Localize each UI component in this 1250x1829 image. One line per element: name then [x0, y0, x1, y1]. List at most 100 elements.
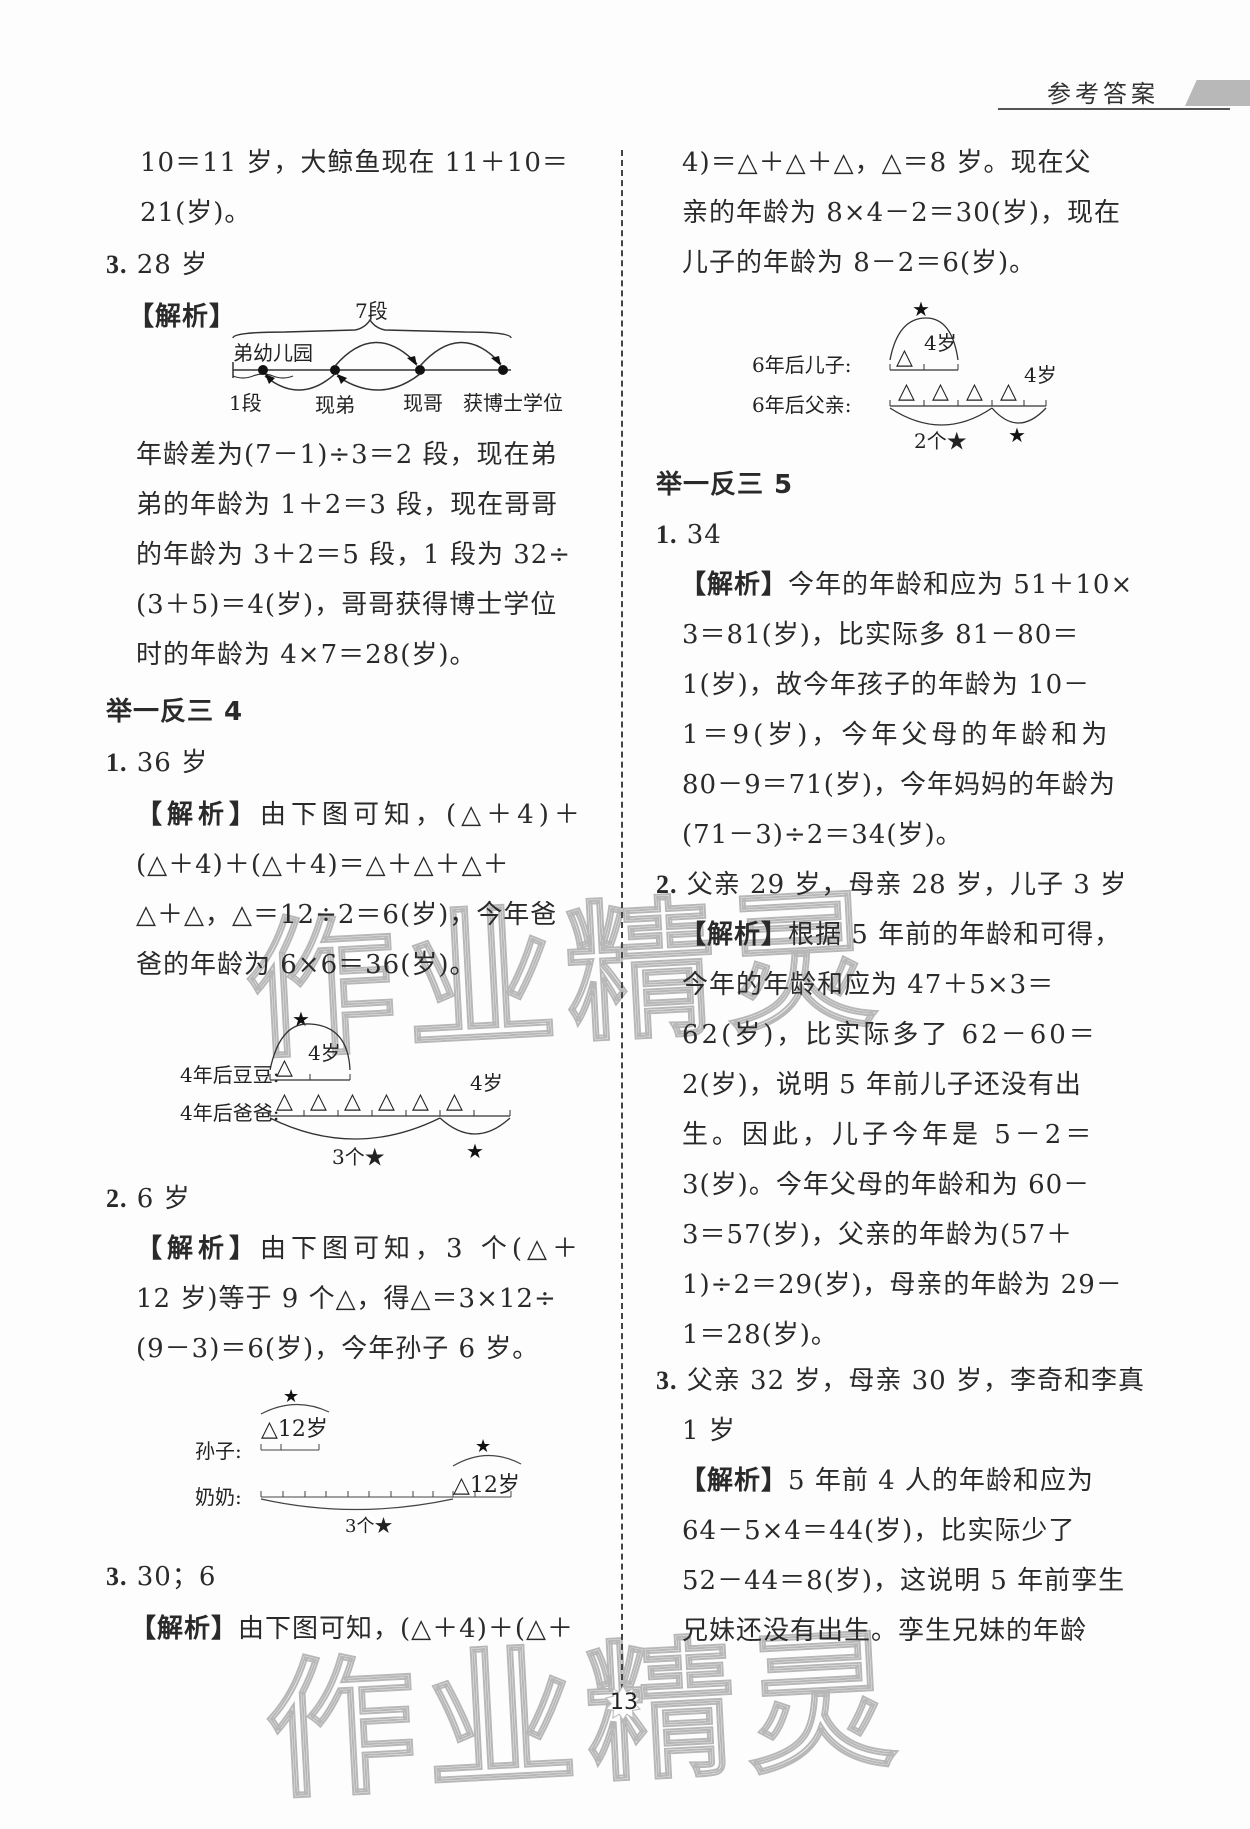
- svg-text:△: △: [276, 1089, 293, 1114]
- svg-text:★: ★: [283, 1386, 299, 1407]
- text-line: 64－5×4＝44(岁)，比实际少了: [682, 1516, 1076, 1546]
- svg-text:△: △: [898, 379, 915, 404]
- answer: 34: [686, 520, 722, 550]
- analysis-line: 【解析】今年的年龄和应为 51＋10×: [680, 570, 1134, 600]
- text-line: (71－3)÷2＝34(岁)。: [682, 820, 963, 850]
- text-line: 3＝57(岁)，父亲的年龄为(57＋: [682, 1220, 1074, 1250]
- text-line: 时的年龄为 4×7＝28(岁)。: [136, 640, 477, 670]
- analysis-line: 【解析】由下图可知，3 个(△＋: [136, 1234, 583, 1264]
- page-number: 13: [610, 1690, 638, 1715]
- analysis-label: 【解析】: [136, 1234, 261, 1264]
- page-header-title: 参考答案: [1047, 80, 1159, 108]
- svg-text:△: △: [378, 1089, 395, 1114]
- text-line: 弟的年龄为 1＋2＝3 段，现在哥哥: [136, 490, 559, 520]
- analysis-label: 【解析】: [130, 1614, 239, 1644]
- text-line: 亲的年龄为 8×4－2＝30(岁)，现在: [682, 198, 1122, 228]
- analysis-line: 【解析】由下图可知，(△＋4)＋(△＋: [130, 1614, 574, 1644]
- segment-diagram-doudou-father: ★ 4年后豆豆: △ 4岁 4年后爸爸: △△△ △△△ 4岁 3个★ ★: [180, 1007, 511, 1169]
- text-line: 2(岁)，说明 5 年前儿子还没有出: [682, 1070, 1082, 1100]
- answer: 28 岁: [136, 250, 209, 280]
- svg-text:△: △: [344, 1089, 361, 1114]
- section-heading: 举一反三 4: [106, 697, 244, 727]
- text-line: 1 岁: [682, 1416, 736, 1446]
- question-number: 2.: [106, 1184, 128, 1213]
- header-rule: [998, 108, 1230, 110]
- question-number: 3.: [106, 250, 128, 279]
- svg-text:4岁: 4岁: [924, 331, 957, 355]
- question-item: 3. 28 岁: [106, 248, 208, 282]
- question-number: 2.: [656, 870, 678, 899]
- text-line: 年龄差为(7－1)÷3＝2 段，现在弟: [136, 440, 558, 470]
- text-line: 的年龄为 3＋2＝5 段，1 段为 32÷: [136, 540, 572, 570]
- svg-text:△: △: [276, 1055, 293, 1080]
- text-line: 生。因此，儿子今年是 5－2＝: [682, 1120, 1096, 1150]
- svg-text:★: ★: [466, 1139, 484, 1163]
- text-line: 21(岁)。: [140, 198, 252, 228]
- section-heading: 举一反三 5: [656, 470, 794, 500]
- text-line: 爸的年龄为 6×6＝36(岁)。: [136, 950, 477, 980]
- svg-text:6年后父亲:: 6年后父亲:: [752, 393, 851, 417]
- text-line: (3＋5)＝4(岁)，哥哥获得博士学位: [136, 590, 558, 620]
- question-item: 3. 父亲 32 岁，母亲 30 岁，李奇和李真: [656, 1364, 1145, 1398]
- segment-diagram-grandson-grandma: ★ △12岁 孙子: 奶奶: ★ △12岁 3个★: [195, 1386, 522, 1537]
- analysis-label: 【解析】: [680, 1466, 789, 1496]
- segment-diagram-brothers: 7段 弟幼儿园 1段 现弟 现哥 获博士学位: [229, 299, 563, 417]
- svg-text:4年后爸爸:: 4年后爸爸:: [180, 1101, 279, 1125]
- svg-text:△: △: [446, 1089, 463, 1114]
- svg-text:△: △: [966, 379, 983, 404]
- svg-text:6年后儿子:: 6年后儿子:: [752, 353, 851, 377]
- svg-text:孙子:: 孙子:: [195, 1439, 242, 1463]
- svg-text:4岁: 4岁: [1024, 363, 1057, 387]
- question-number: 3.: [106, 1562, 128, 1591]
- top-label: 7段: [355, 299, 388, 323]
- question-item: 2. 父亲 29 岁，母亲 28 岁，儿子 3 岁: [656, 868, 1127, 902]
- answer: 30；6: [136, 1562, 217, 1592]
- answer: 6 岁: [136, 1184, 191, 1214]
- text-line: 今年的年龄和应为 47＋5×3＝: [682, 970, 1055, 1000]
- svg-text:3个★: 3个★: [345, 1516, 392, 1537]
- svg-text:现弟: 现弟: [315, 393, 355, 417]
- svg-text:奶奶:: 奶奶:: [195, 1485, 242, 1509]
- analysis-label: 【解析】: [680, 570, 789, 600]
- text-line: 4)＝△＋△＋△，△＝8 岁。现在父: [682, 148, 1092, 178]
- svg-text:获博士学位: 获博士学位: [463, 391, 563, 415]
- text-line: 10＝11 岁，大鲸鱼现在 11＋10＝: [140, 148, 569, 178]
- text-line: 62(岁)，比实际多了 62－60＝: [682, 1020, 1098, 1050]
- text-line: 儿子的年龄为 8－2＝6(岁)。: [682, 248, 1037, 278]
- text-line: 1＝28(岁)。: [682, 1320, 838, 1350]
- text-line: 80－9＝71(岁)，今年妈妈的年龄为: [682, 770, 1116, 800]
- question-item: 1. 34: [656, 518, 722, 552]
- analysis-label: 【解析】: [136, 800, 261, 830]
- text-line: △＋△，△＝12÷2＝6(岁)，今年爸: [136, 900, 558, 930]
- svg-text:△: △: [896, 345, 913, 370]
- svg-text:★: ★: [1008, 423, 1026, 447]
- svg-text:4年后豆豆:: 4年后豆豆:: [180, 1063, 279, 1087]
- question-item: 1. 36 岁: [106, 746, 208, 780]
- svg-text:△: △: [932, 379, 949, 404]
- svg-text:现哥: 现哥: [403, 391, 443, 415]
- svg-text:★: ★: [912, 297, 930, 321]
- text-line: 1)÷2＝29(岁)，母亲的年龄为 29－: [682, 1270, 1123, 1300]
- text-line: 1(岁)，故今年孩子的年龄为 10－: [682, 670, 1091, 700]
- svg-text:△: △: [1000, 379, 1017, 404]
- text-line: 1＝9(岁)，今年父母的年龄和为: [682, 720, 1112, 750]
- text-line: 兄妹还没有出生。孪生兄妹的年龄: [682, 1616, 1088, 1646]
- question-item: 3. 30；6: [106, 1560, 216, 1594]
- analysis-label: 【解析】: [128, 302, 237, 332]
- svg-text:△: △: [310, 1089, 327, 1114]
- analysis-label: 【解析】: [680, 920, 789, 950]
- header-tab-decoration: [1185, 80, 1250, 106]
- svg-text:4岁: 4岁: [308, 1041, 341, 1065]
- svg-text:★: ★: [475, 1436, 491, 1457]
- text-line: 3＝81(岁)，比实际多 81－80＝: [682, 620, 1080, 650]
- text-line: 3(岁)。今年父母的年龄和为 60－: [682, 1170, 1091, 1200]
- kindergarten-label: 弟幼儿园: [233, 341, 313, 365]
- svg-text:3个★: 3个★: [332, 1145, 385, 1169]
- svg-text:1段: 1段: [229, 391, 262, 415]
- analysis-line: 【解析】由下图可知，(△＋4)＋: [136, 800, 585, 830]
- analysis-line: 【解析】根据 5 年前的年龄和可得，: [680, 920, 1122, 950]
- text-line: (△＋4)＋(△＋4)＝△＋△＋△＋: [136, 850, 510, 880]
- text-line: (9－3)＝6(岁)，今年孙子 6 岁。: [136, 1334, 540, 1364]
- analysis-line: 【解析】5 年前 4 人的年龄和应为: [680, 1466, 1094, 1496]
- question-item: 2. 6 岁: [106, 1182, 191, 1216]
